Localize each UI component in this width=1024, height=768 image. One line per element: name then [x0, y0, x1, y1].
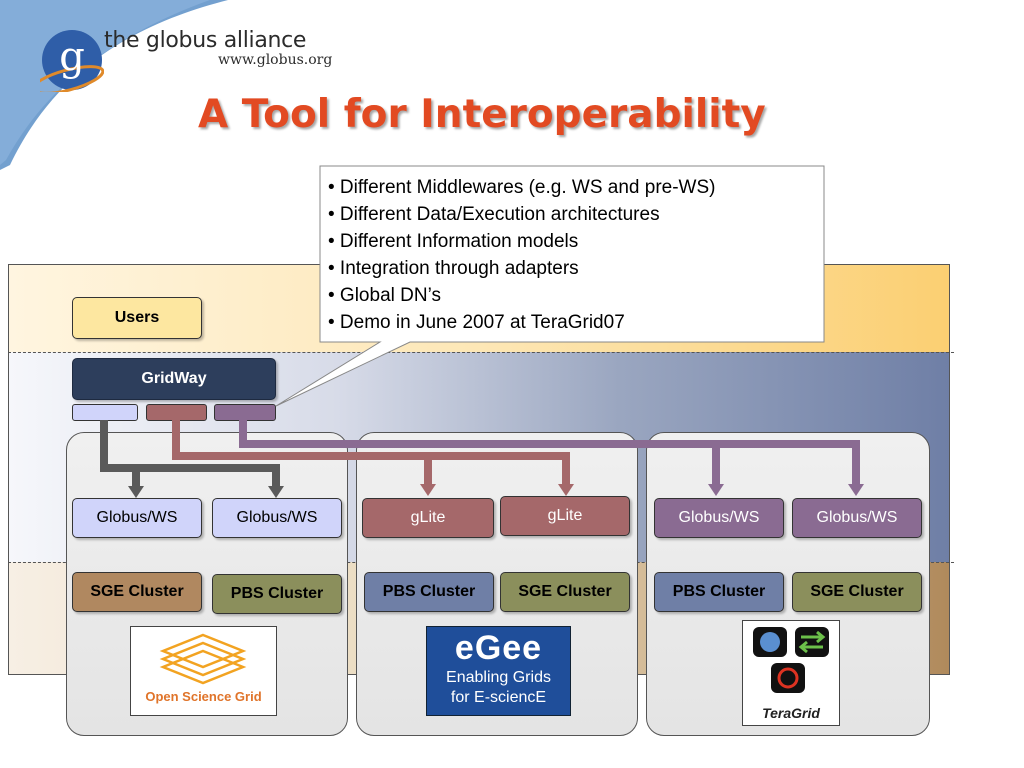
teragrid-connector	[239, 420, 860, 486]
egee-glite-1: gLite	[362, 498, 494, 538]
osg-pbs-cluster: PBS Cluster	[212, 574, 342, 614]
teragrid-logo: TeraGrid	[742, 620, 840, 726]
callout-item: • Integration through adapters	[328, 258, 579, 279]
globus-g-logo-icon: g	[40, 30, 104, 92]
arrow-head	[268, 486, 284, 498]
callout-item: • Different Middlewares (e.g. WS and pre…	[328, 177, 716, 198]
osg-sge-cluster: SGE Cluster	[72, 572, 202, 612]
arrow-head	[848, 484, 864, 496]
logo-letter: g	[59, 34, 85, 80]
osg-globus-ws-1: Globus/WS	[72, 498, 202, 538]
callout-item: • Global DN’s	[328, 285, 441, 306]
teragrid-icons	[753, 627, 829, 693]
arrow-head	[558, 484, 574, 496]
page-title: A Tool for Interoperability	[198, 92, 766, 137]
gridway-box: GridWay	[72, 358, 276, 400]
arrow-head	[420, 484, 436, 496]
osg-layers-icon	[159, 633, 247, 685]
osg-logo: Open Science Grid	[130, 626, 277, 716]
callout-bubble	[275, 165, 825, 407]
egee-pbs-cluster: PBS Cluster	[364, 572, 494, 612]
brand-name: the globus alliance	[104, 28, 307, 53]
glite-connector	[172, 420, 570, 486]
egee-logo-line2: for E-sciencE	[450, 689, 547, 706]
callout-item: • Different Data/Execution architectures	[328, 204, 660, 225]
egee-sge-cluster: SGE Cluster	[500, 572, 630, 612]
teragrid-globus-ws-1: Globus/WS	[654, 498, 784, 538]
callout-item: • Different Information models	[328, 231, 579, 252]
layer-divider-top	[8, 352, 954, 353]
egee-logo-wordmark: eGee	[454, 629, 543, 667]
callout-list: • Different Middlewares (e.g. WS and pre…	[328, 174, 716, 336]
arrow-head	[128, 486, 144, 498]
globus-connector	[100, 420, 280, 488]
teragrid-globus-ws-2: Globus/WS	[792, 498, 922, 538]
callout-item: • Demo in June 2007 at TeraGrid07	[328, 312, 625, 333]
egee-logo: eGee Enabling Grids for E-sciencE	[426, 626, 571, 716]
users-box: Users	[72, 297, 202, 339]
teragrid-pbs-cluster: PBS Cluster	[654, 572, 784, 612]
teragrid-logo-text: TeraGrid	[762, 705, 820, 721]
osg-logo-text: Open Science Grid	[145, 689, 262, 704]
arrow-head	[708, 484, 724, 496]
egee-logo-line1: Enabling Grids	[446, 669, 551, 686]
osg-globus-ws-2: Globus/WS	[212, 498, 342, 538]
egee-glite-2: gLite	[500, 496, 630, 536]
brand-url: www.globus.org	[218, 52, 333, 68]
teragrid-sge-cluster: SGE Cluster	[792, 572, 922, 612]
